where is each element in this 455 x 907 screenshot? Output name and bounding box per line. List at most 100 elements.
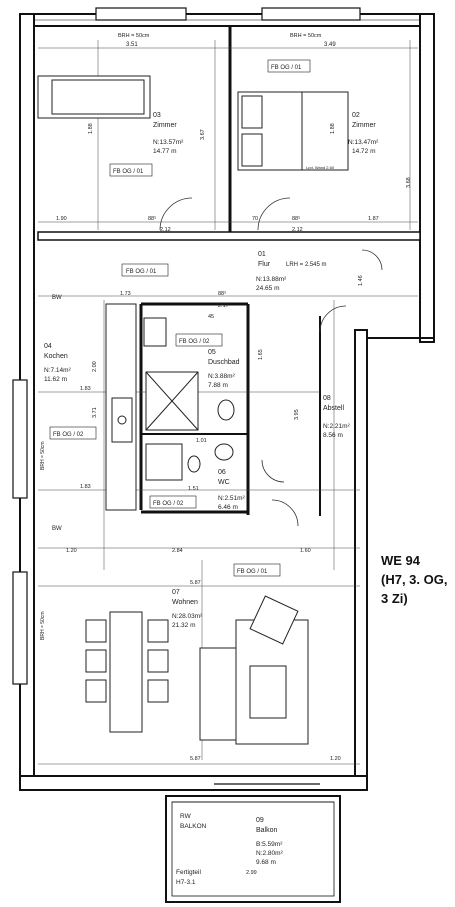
wohnen-tag: FB OG / 01 bbox=[237, 569, 268, 575]
flur-name: Flur bbox=[258, 261, 271, 268]
dusch-num: 05 bbox=[208, 349, 216, 356]
kochen-dim-h2: 3.71 bbox=[92, 407, 98, 418]
room-02-tag: FB OG / 01 bbox=[271, 65, 302, 71]
balkon-h7: H7-3.1 bbox=[176, 879, 196, 886]
wc-tag: FB OG / 02 bbox=[153, 501, 184, 507]
dim-h1: 1.88 bbox=[88, 123, 94, 134]
room-03-area: N:13.57m² bbox=[153, 139, 184, 146]
flur-dim-a: 1.73 bbox=[120, 291, 131, 297]
dim-row-g: 1.87 bbox=[368, 216, 379, 222]
room-02-perim: 14.72 m bbox=[352, 148, 376, 155]
room-03-num: 03 bbox=[153, 112, 161, 119]
door-swings bbox=[159, 197, 383, 527]
wc-dim-b: 1.51 bbox=[188, 486, 199, 492]
flur-dim-b: 88⁵ bbox=[218, 290, 226, 297]
room-03-name: Zimmer bbox=[153, 122, 177, 129]
kochen-tag: FB OG / 02 bbox=[53, 432, 84, 438]
kochen-dim-a: 1.83 bbox=[80, 386, 91, 392]
dusch-dim-a: 1.65 bbox=[258, 349, 264, 360]
fixture-note: Lpd. Wand 2.60 bbox=[306, 165, 335, 170]
brh-left-side-2: BRH = 50cm bbox=[40, 612, 46, 640]
flur-area: N:13.88m² bbox=[256, 276, 287, 283]
balkon-dim: 2.99 bbox=[246, 870, 257, 876]
abstell-name: Abstell bbox=[323, 405, 344, 412]
wohnen-num: 07 bbox=[172, 589, 180, 596]
wohnen-dim-e: 5.87 bbox=[190, 756, 201, 762]
dim-row-b: 88⁵ bbox=[148, 215, 156, 222]
wohnen-area: N:28.03m² bbox=[172, 613, 203, 620]
wc-perim: 6.46 m bbox=[218, 504, 238, 511]
bed-furniture-03 bbox=[37, 75, 151, 119]
brh-label-left: BRH = 50cm bbox=[118, 33, 150, 39]
dim-row-a: 1.90 bbox=[56, 216, 67, 222]
unit-rooms: 3 Zi) bbox=[381, 591, 408, 606]
dim-top-left: 3.51 bbox=[126, 42, 138, 48]
flur-perim: 24.65 m bbox=[256, 285, 280, 292]
wohnen-dim-c: 1.60 bbox=[300, 548, 311, 554]
dusch-tag: FB OG / 02 bbox=[179, 339, 210, 345]
dim-h4: 3.68 bbox=[406, 177, 412, 188]
dusch-area: N:3.88m² bbox=[208, 373, 236, 380]
unit-label: WE 94 (H7, 3. OG, 3 Zi) bbox=[381, 551, 447, 608]
plan-labels: BRH = 50cm BRH = 50cm 3.51 3.49 03 Zimme… bbox=[40, 33, 412, 886]
balkon-fertigteil: Fertigteil bbox=[176, 869, 201, 876]
unit-code: WE 94 bbox=[381, 553, 421, 568]
kochen-num: 04 bbox=[44, 343, 52, 350]
wohnen-dim-b: 2.84 bbox=[172, 548, 183, 554]
wc-name: WC bbox=[218, 479, 230, 486]
balkon-name: Balkon bbox=[256, 827, 278, 834]
room-02-num: 02 bbox=[352, 112, 360, 119]
flur-dim-d: 1.46 bbox=[358, 275, 364, 286]
wohnen-dim-f: 1.20 bbox=[330, 756, 341, 762]
abstell-num: 08 bbox=[323, 395, 331, 402]
walls bbox=[12, 7, 435, 791]
wc-area: N:2.51m² bbox=[218, 495, 246, 502]
kochen-area: N:7.14m² bbox=[44, 367, 72, 374]
dim-row-e: 88⁵ bbox=[292, 215, 300, 222]
dim-h2: 1.88 bbox=[330, 123, 336, 134]
room-02-area: N:13.47m² bbox=[348, 139, 379, 146]
abstell-perim: 8.56 m bbox=[323, 432, 343, 439]
dim-row-c: 2.12 bbox=[160, 227, 171, 233]
kochen-dim-b: 1.83 bbox=[80, 484, 91, 490]
kochen-perim: 11.62 m bbox=[44, 376, 67, 383]
wc-num: 06 bbox=[218, 469, 226, 476]
wohnen-dim-a: 1.20 bbox=[66, 548, 77, 554]
room-02-name: Zimmer bbox=[352, 122, 376, 129]
dim-top-right: 3.49 bbox=[324, 42, 336, 48]
dim-row-d: 70 bbox=[252, 216, 258, 222]
flur-lrh: LRH = 2.545 m bbox=[286, 262, 327, 268]
wohnen-dim-d: 5.87 bbox=[190, 580, 201, 586]
balkon-num: 09 bbox=[256, 817, 264, 824]
wohnen-name: Wohnen bbox=[172, 599, 198, 606]
bw-label-2: BW bbox=[52, 526, 62, 532]
flur-tag: FB OG / 01 bbox=[126, 269, 157, 275]
dusch-name: Duschbad bbox=[208, 359, 240, 366]
balkon-area-b: B:5.59m² bbox=[256, 841, 283, 848]
flur-num: 01 bbox=[258, 251, 266, 258]
dusch-perim: 7.88 m bbox=[208, 382, 228, 389]
living-furniture bbox=[85, 595, 309, 745]
balkon-area-n: N:2.80m² bbox=[256, 850, 284, 857]
brh-left-side: BRH = 50cm bbox=[40, 442, 46, 470]
bathroom-fixtures bbox=[143, 317, 235, 481]
flur-dim-c: 2.17 bbox=[218, 303, 229, 309]
dim-h3: 3.67 bbox=[200, 129, 206, 140]
kitchen-counter bbox=[105, 303, 137, 511]
brh-label-right: BRH = 50cm bbox=[290, 33, 322, 39]
dim-row-f: 2.12 bbox=[292, 227, 303, 233]
kochen-dim-h: 2.00 bbox=[92, 361, 98, 372]
dusch-dim-b: 3.95 bbox=[294, 409, 300, 420]
room-03-perim: 14.77 m bbox=[153, 148, 177, 155]
unit-building: (H7, 3. OG, bbox=[381, 572, 448, 587]
balkon-rw: RW bbox=[180, 813, 192, 820]
dusch-dim-c: 45 bbox=[208, 314, 214, 320]
wohnen-perim: 21.32 m bbox=[172, 622, 196, 629]
kochen-name: Kochen bbox=[44, 353, 68, 360]
wc-dim-a: 1.01 bbox=[196, 438, 207, 444]
balcony bbox=[165, 783, 341, 903]
room-03-tag: FB OG / 01 bbox=[113, 169, 144, 175]
abstell-area: N:2.21m² bbox=[323, 423, 351, 430]
bed-furniture-02 bbox=[237, 91, 349, 171]
